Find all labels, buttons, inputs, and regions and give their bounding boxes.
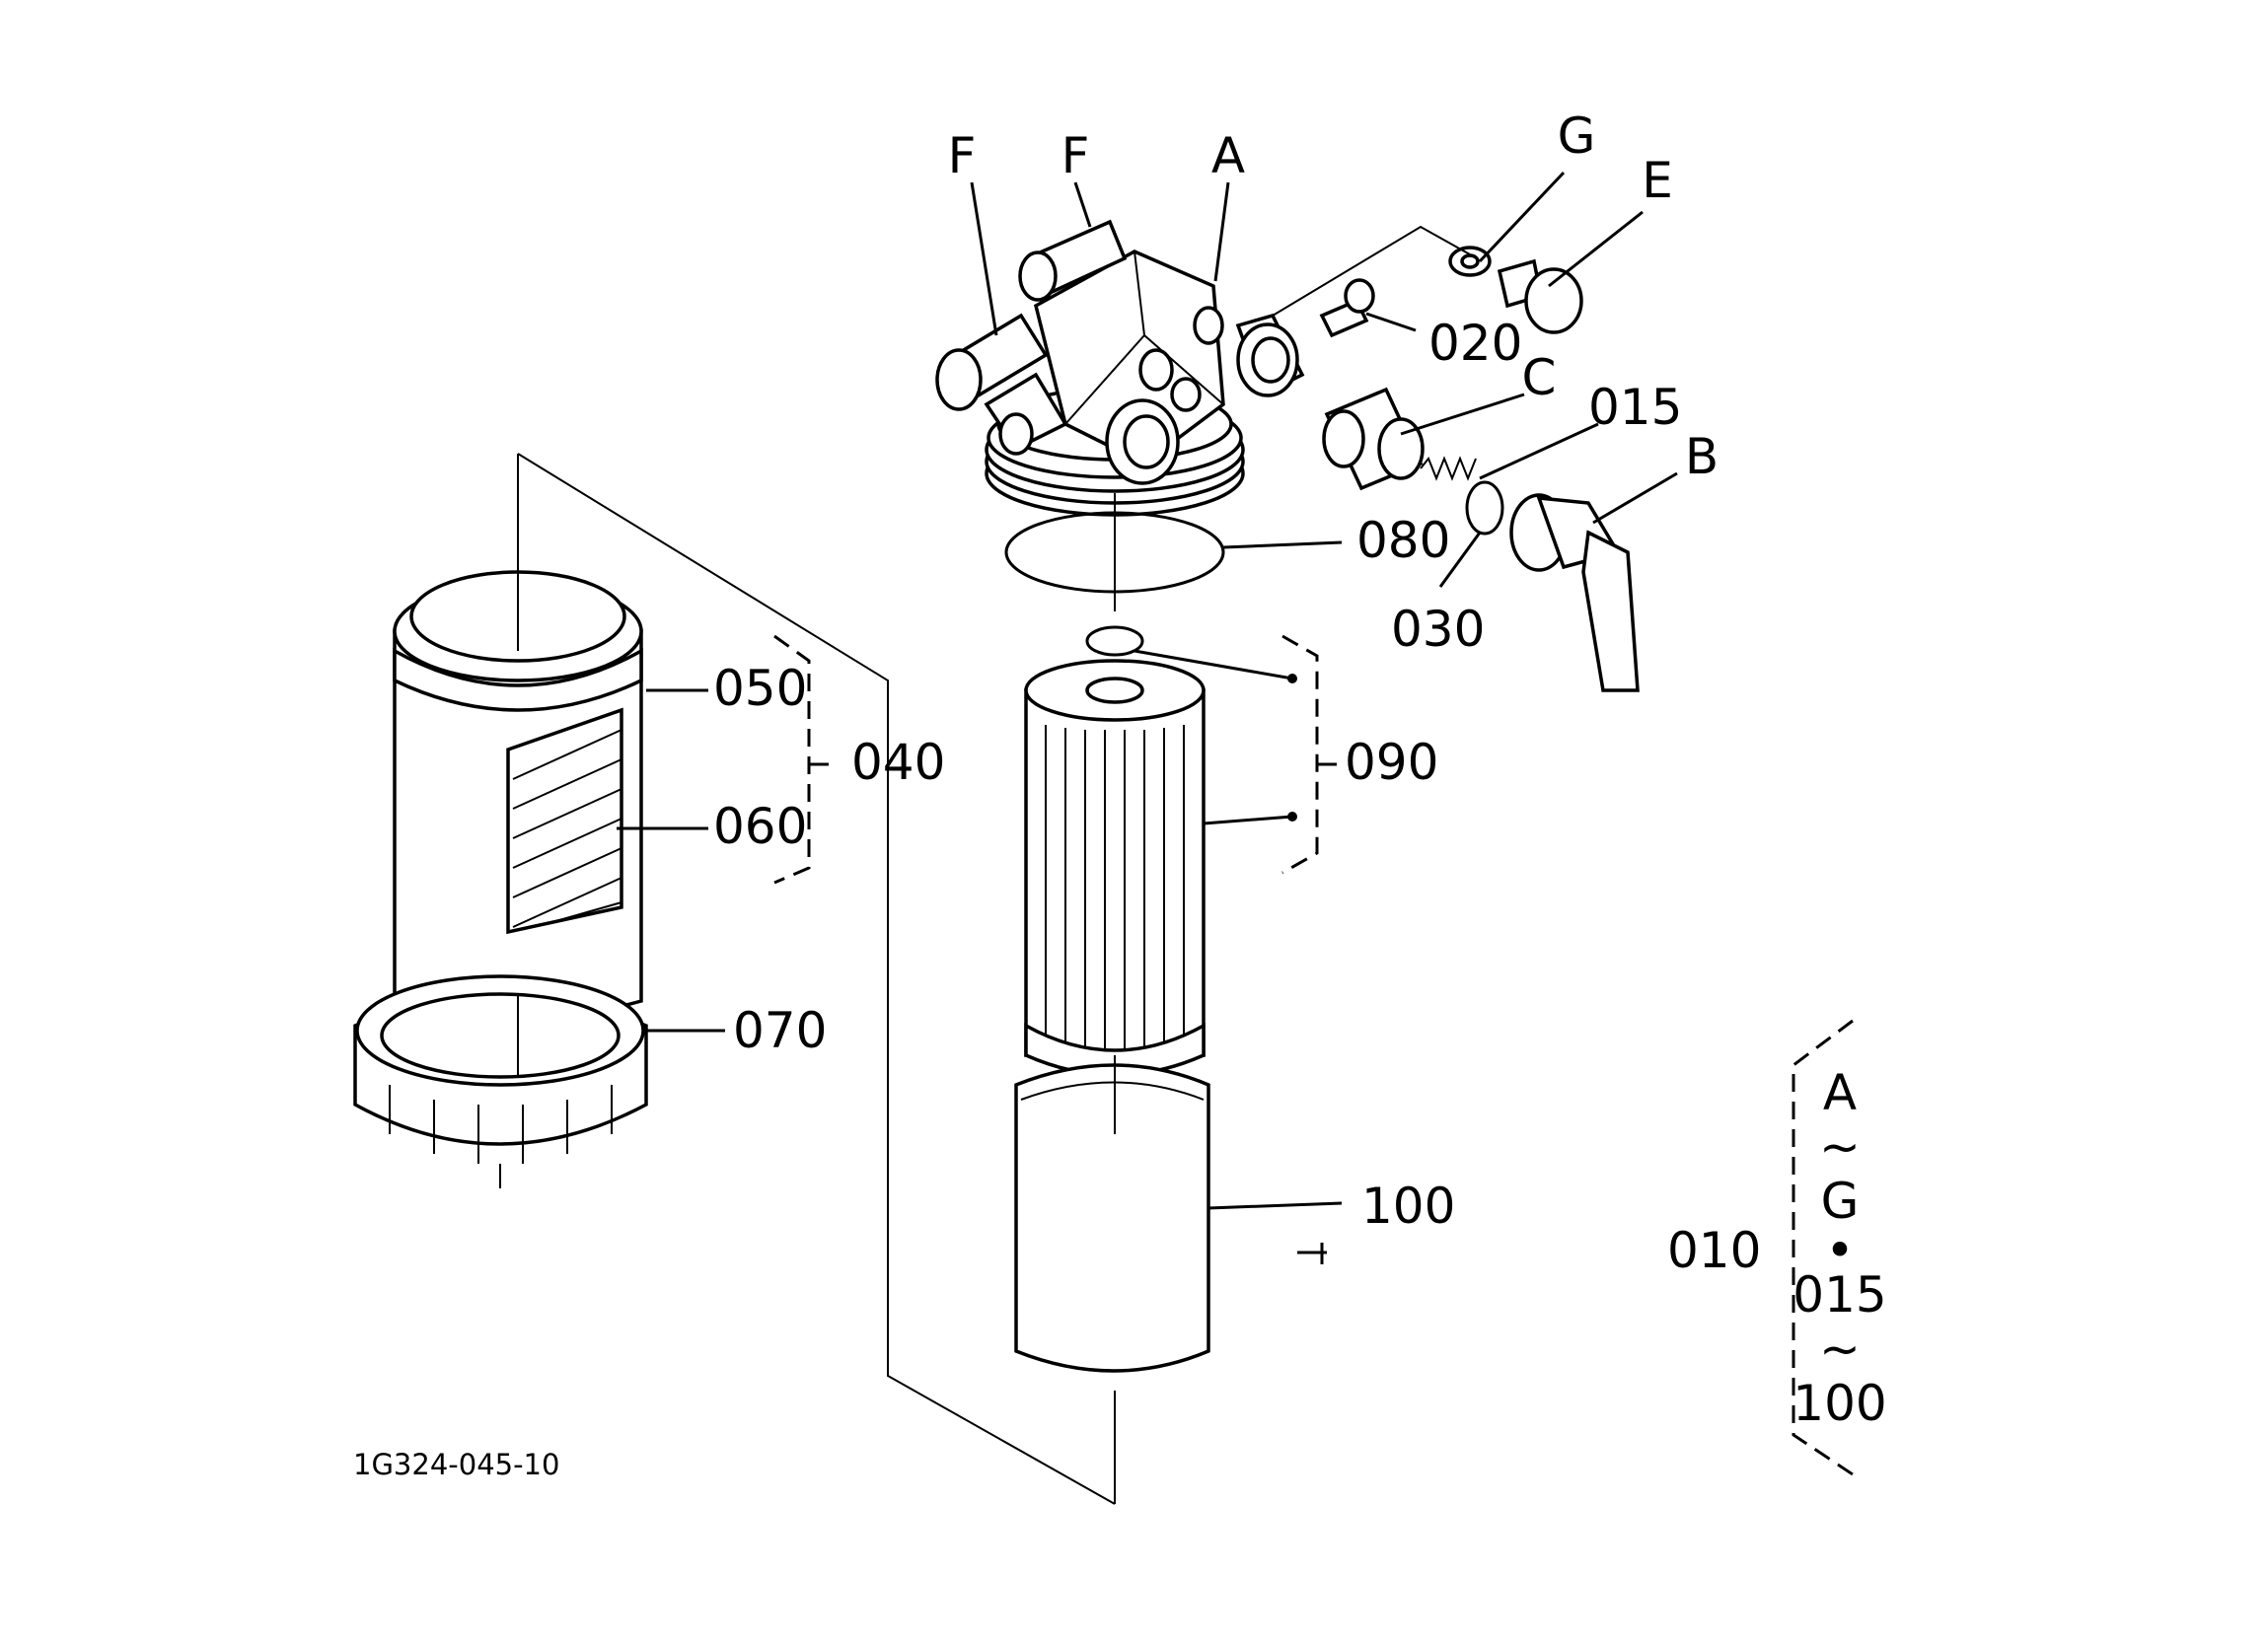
callout-100: 100 bbox=[1361, 1178, 1455, 1235]
callout-015: 015 bbox=[1588, 379, 1682, 436]
sight-window bbox=[506, 707, 623, 935]
callout-f-2: F bbox=[1061, 127, 1090, 184]
callout-070: 070 bbox=[733, 1002, 827, 1059]
callout-a: A bbox=[1211, 127, 1245, 184]
callout-010: 010 bbox=[1667, 1222, 1761, 1279]
callout-b: B bbox=[1685, 428, 1719, 485]
bracket-040 bbox=[773, 634, 829, 885]
legend-line-4: • bbox=[1825, 1222, 1855, 1279]
bracket-090 bbox=[1281, 634, 1337, 875]
spring-015 bbox=[1420, 456, 1477, 481]
assembly-legend: A ~ G • 015 ~ 100 bbox=[1792, 1064, 1886, 1432]
leader-lines bbox=[617, 171, 1678, 1264]
legend-line-2: ~ bbox=[1819, 1118, 1861, 1176]
lever-b bbox=[1509, 493, 1640, 692]
axis-lines bbox=[499, 225, 1471, 1505]
filter-bowl bbox=[1014, 1063, 1210, 1373]
bleed-screw bbox=[1319, 278, 1375, 338]
legend-line-7: 100 bbox=[1792, 1375, 1886, 1432]
callout-060: 060 bbox=[713, 798, 807, 855]
callout-020: 020 bbox=[1428, 315, 1522, 372]
callout-080: 080 bbox=[1356, 512, 1450, 569]
ring-nut bbox=[353, 974, 648, 1164]
callout-e: E bbox=[1642, 152, 1673, 209]
bracket-010 bbox=[1792, 1019, 1854, 1476]
valve-body-c bbox=[1322, 387, 1425, 491]
callout-050: 050 bbox=[713, 660, 807, 717]
legend-line-6: ~ bbox=[1819, 1321, 1861, 1378]
callout-c: C bbox=[1522, 349, 1557, 406]
callout-g: G bbox=[1558, 107, 1596, 165]
callout-090: 090 bbox=[1345, 734, 1438, 791]
washer-g bbox=[1448, 246, 1492, 277]
legend-line-1: A bbox=[1823, 1064, 1857, 1121]
plug-e bbox=[1497, 258, 1583, 334]
callout-040: 040 bbox=[851, 734, 945, 791]
callout-f-1: F bbox=[948, 127, 977, 184]
legend-line-5: 015 bbox=[1792, 1266, 1886, 1324]
filter-element bbox=[1024, 625, 1206, 1077]
legend-line-3: G bbox=[1821, 1173, 1860, 1230]
filter-head bbox=[935, 219, 1305, 517]
callout-030: 030 bbox=[1391, 601, 1485, 658]
drawing-code: 1G324-045-10 bbox=[353, 1448, 559, 1481]
o-ring-030 bbox=[1465, 480, 1504, 536]
callout-labels: F F A G E 020 C 015 B 080 030 050 040 06… bbox=[713, 107, 1761, 1279]
